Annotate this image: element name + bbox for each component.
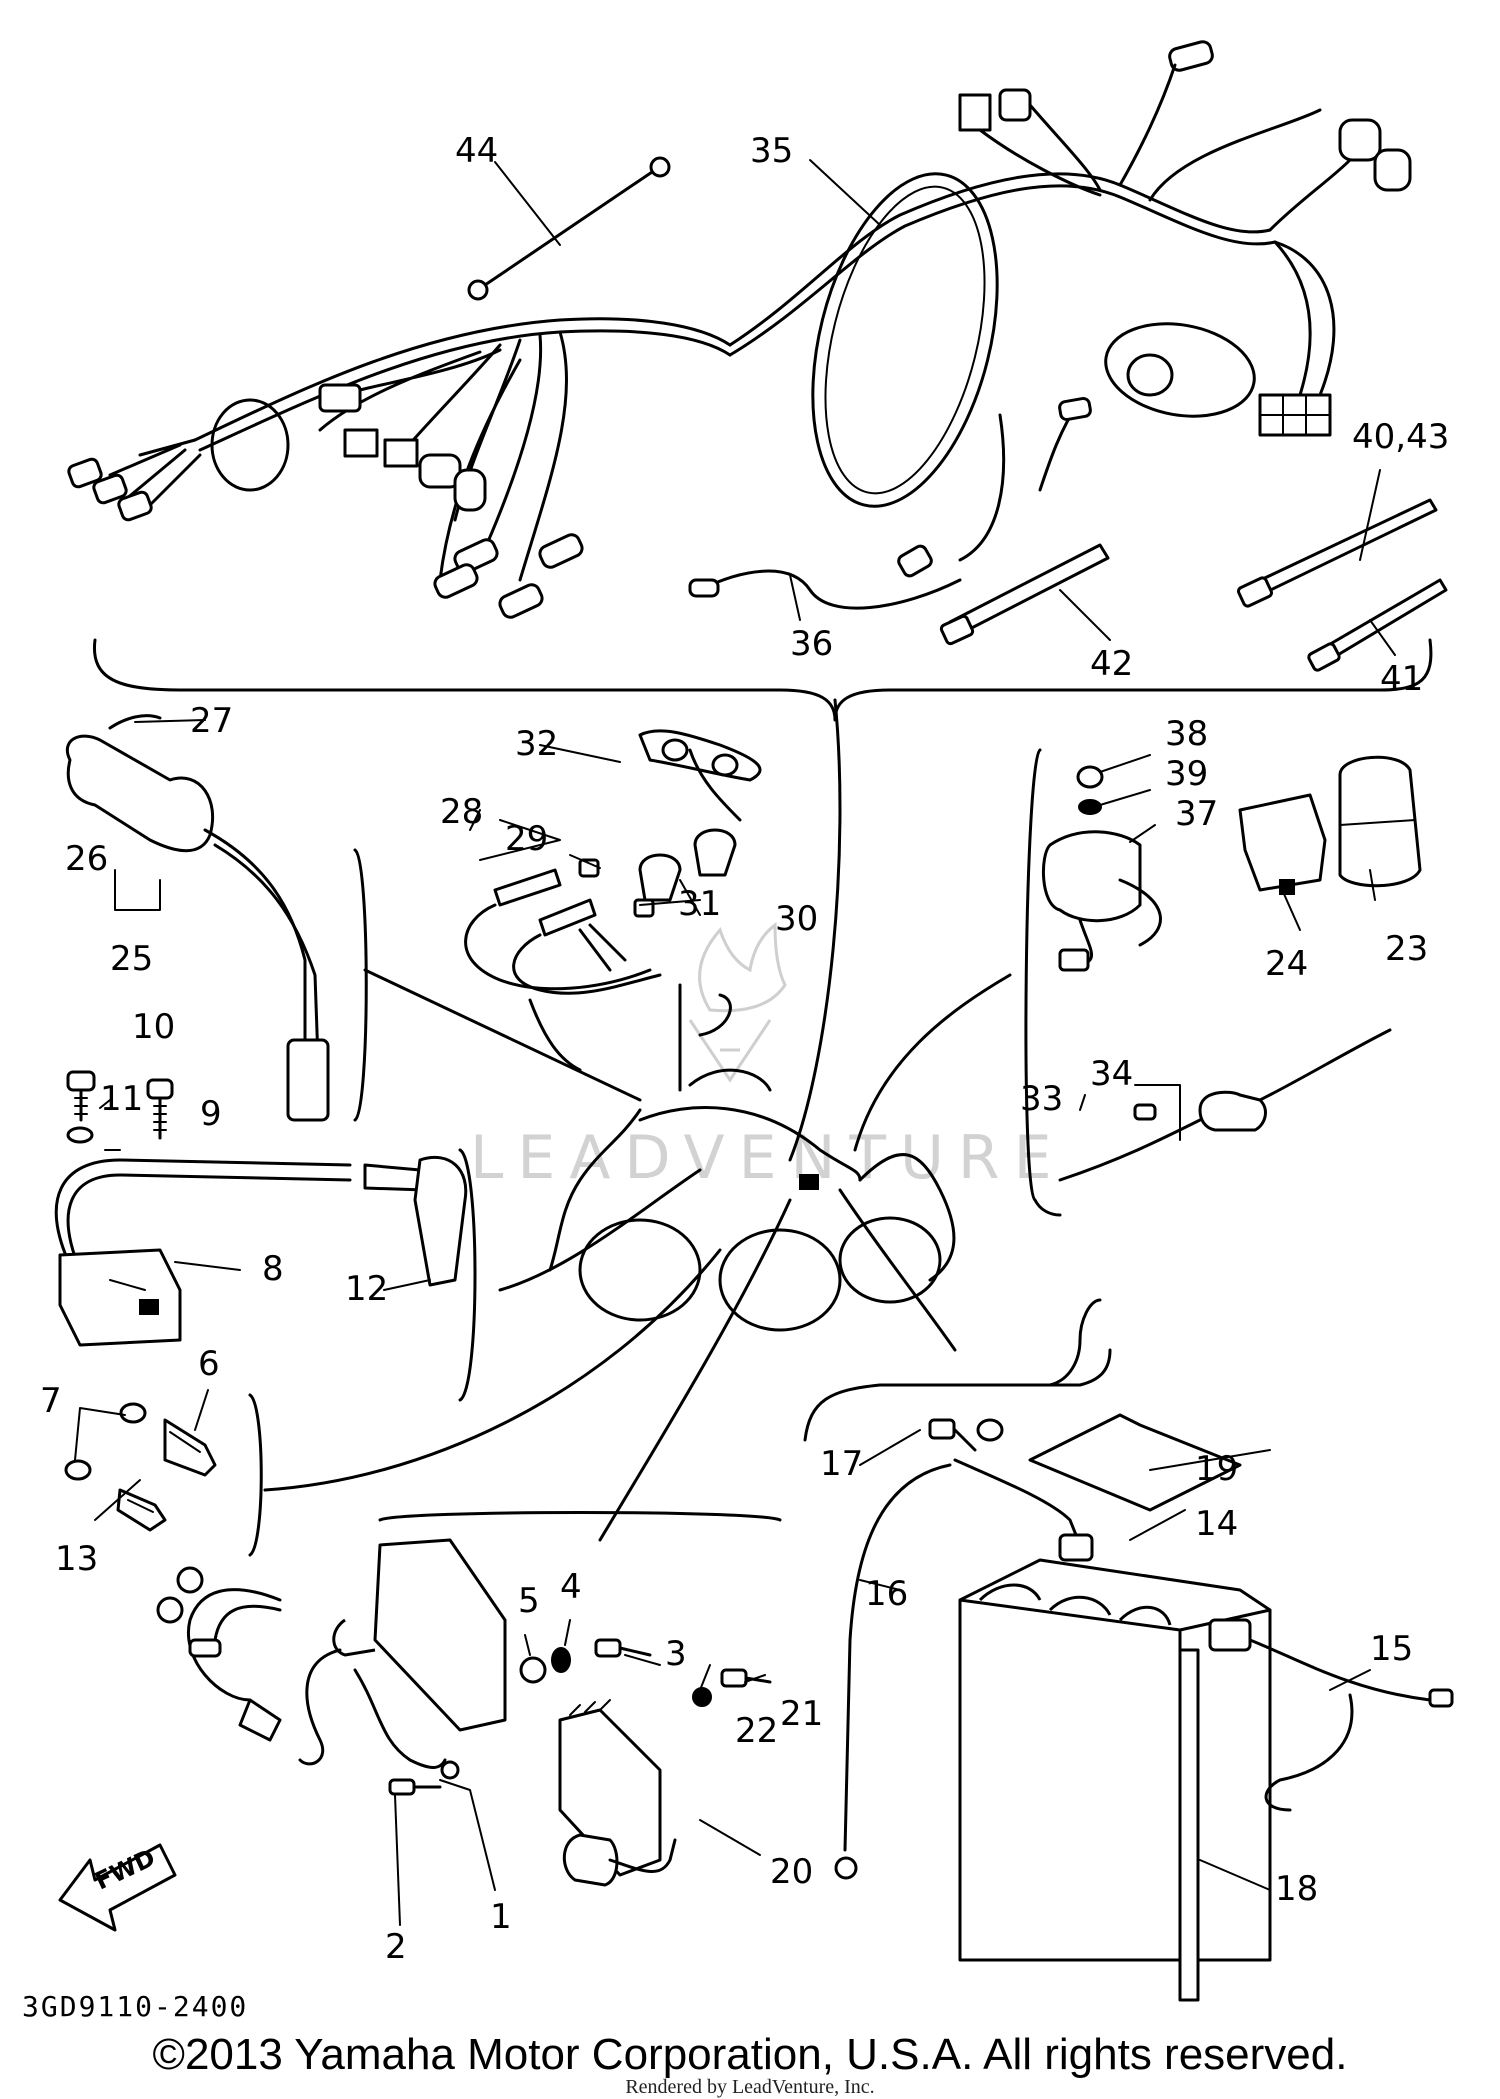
tail-light-assembly (65, 714, 368, 1122)
fwd-arrow: FWD (58, 1843, 177, 1932)
callout-4: 4 (560, 1567, 582, 1607)
callout-36: 36 (790, 624, 833, 664)
callout-23: 23 (1385, 929, 1428, 969)
bolts-9-10-11 (66, 1070, 174, 1144)
callout-19: 19 (1195, 1449, 1238, 1489)
callout-12: 12 (345, 1269, 388, 1309)
callout-31: 31 (678, 884, 721, 924)
callout-32: 32 (515, 724, 558, 764)
callout-44: 44 (455, 131, 498, 171)
callout-38: 38 (1165, 714, 1208, 754)
callout-15: 15 (1370, 1629, 1413, 1669)
callout-39: 39 (1165, 754, 1208, 794)
callout-27: 27 (190, 701, 233, 741)
callout-17: 17 (820, 1444, 863, 1484)
callout-18: 18 (1275, 1869, 1318, 1909)
callout-34: 34 (1090, 1054, 1133, 1094)
callout-13: 13 (55, 1539, 98, 1579)
battery-group (803, 1298, 1454, 2002)
callout-7: 7 (40, 1381, 62, 1421)
callout-3: 3 (665, 1634, 687, 1674)
rendered-by-credit: Rendered by LeadVenture, Inc. (625, 2076, 875, 2098)
callout-42: 42 (1090, 644, 1133, 684)
sensors-6-7-13 (64, 1393, 263, 1557)
switch-assembly (464, 729, 762, 1072)
callout-40-43: 40,43 (1352, 417, 1449, 457)
callout-25: 25 (110, 939, 153, 979)
leader-lines (74, 719, 1376, 1926)
relay-group (1024, 748, 1422, 1217)
callout-8: 8 (262, 1249, 284, 1289)
callout-28: 28 (440, 792, 483, 832)
wire-harness (67, 40, 1448, 722)
callout-30: 30 (775, 899, 818, 939)
callout-5: 5 (518, 1581, 540, 1621)
callout-26: 26 (65, 839, 108, 879)
callout-11: 11 (100, 1079, 143, 1119)
frame-sketch (263, 698, 1012, 1542)
callout-24: 24 (1265, 944, 1308, 984)
callout-35: 35 (750, 131, 793, 171)
callout-16: 16 (865, 1574, 908, 1614)
ignition-coil (54, 1148, 477, 1402)
callout-6: 6 (198, 1344, 220, 1384)
rectifier-regulator (558, 1668, 772, 1887)
callout-14: 14 (1195, 1504, 1238, 1544)
callout-29: 29 (505, 819, 548, 859)
callout-9: 9 (200, 1094, 222, 1134)
callout-33: 33 (1020, 1079, 1063, 1119)
callout-22: 22 (735, 1711, 778, 1751)
watermark-text: LEADVENTURE (470, 1123, 1066, 1193)
callout-21: 21 (780, 1694, 823, 1734)
callout-1: 1 (490, 1897, 512, 1937)
drawing-code: 3GD9110-2400 (22, 1990, 249, 2023)
cdi-unit (156, 1511, 782, 1796)
callout-20: 20 (770, 1852, 813, 1892)
leadventure-watermark: LEADVENTURE (470, 921, 1066, 1193)
callout-2: 2 (385, 1927, 407, 1967)
copyright-notice: ©2013 Yamaha Motor Corporation, U.S.A. A… (152, 2030, 1348, 2079)
callout-41: 41 (1380, 659, 1423, 699)
callout-10: 10 (132, 1007, 175, 1047)
callout-labels: 44 35 40,43 41 42 36 27 32 28 29 31 30 2… (40, 131, 1449, 1967)
callout-37: 37 (1175, 794, 1218, 834)
